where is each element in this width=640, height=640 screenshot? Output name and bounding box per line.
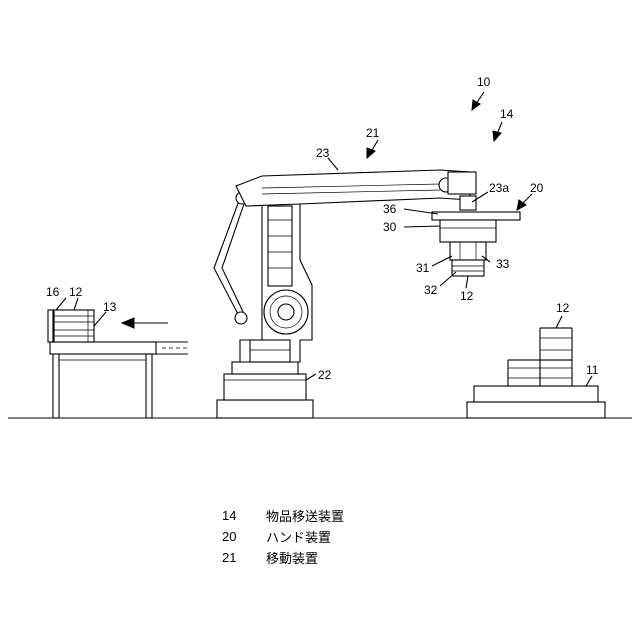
label-12-hand: 12 [460,289,474,303]
label-12-stack: 12 [556,301,570,315]
conveyor [50,342,188,418]
legend-text: 物品移送装置 [266,506,344,525]
stopper [48,310,53,342]
box-on-conveyor [54,310,94,342]
label-14: 14 [500,107,514,121]
box-stack [508,328,572,386]
label-31: 31 [416,261,430,275]
conveying-arrow [122,318,168,328]
reference-numerals: 10 14 21 23 20 23a 36 30 31 33 32 12 16 … [46,75,599,382]
label-21: 21 [366,126,380,140]
label-12-conveyor: 12 [69,285,83,299]
label-16: 16 [46,285,60,299]
pallet [467,386,605,418]
legend-text: 移動装置 [266,548,318,567]
label-22: 22 [318,368,332,382]
legend-number: 14 [222,508,266,523]
legend-row: 14 物品移送装置 [222,505,482,526]
robot-arm [236,170,476,210]
label-23a: 23a [489,181,509,195]
label-23: 23 [316,146,330,160]
label-32: 32 [424,283,438,297]
legend-row: 21 移動装置 [222,547,482,568]
label-13: 13 [103,300,117,314]
legend: 14 物品移送装置 20 ハンド装置 21 移動装置 [222,505,482,568]
label-30: 30 [383,220,397,234]
label-20: 20 [530,181,544,195]
legend-number: 21 [222,550,266,565]
legend-row: 20 ハンド装置 [222,526,482,547]
label-36: 36 [383,202,397,216]
robot-body [214,184,312,362]
robot-base [217,362,313,418]
label-11: 11 [586,363,599,377]
label-10: 10 [477,75,491,89]
legend-number: 20 [222,529,266,544]
label-33: 33 [496,257,510,271]
legend-text: ハンド装置 [266,527,331,546]
